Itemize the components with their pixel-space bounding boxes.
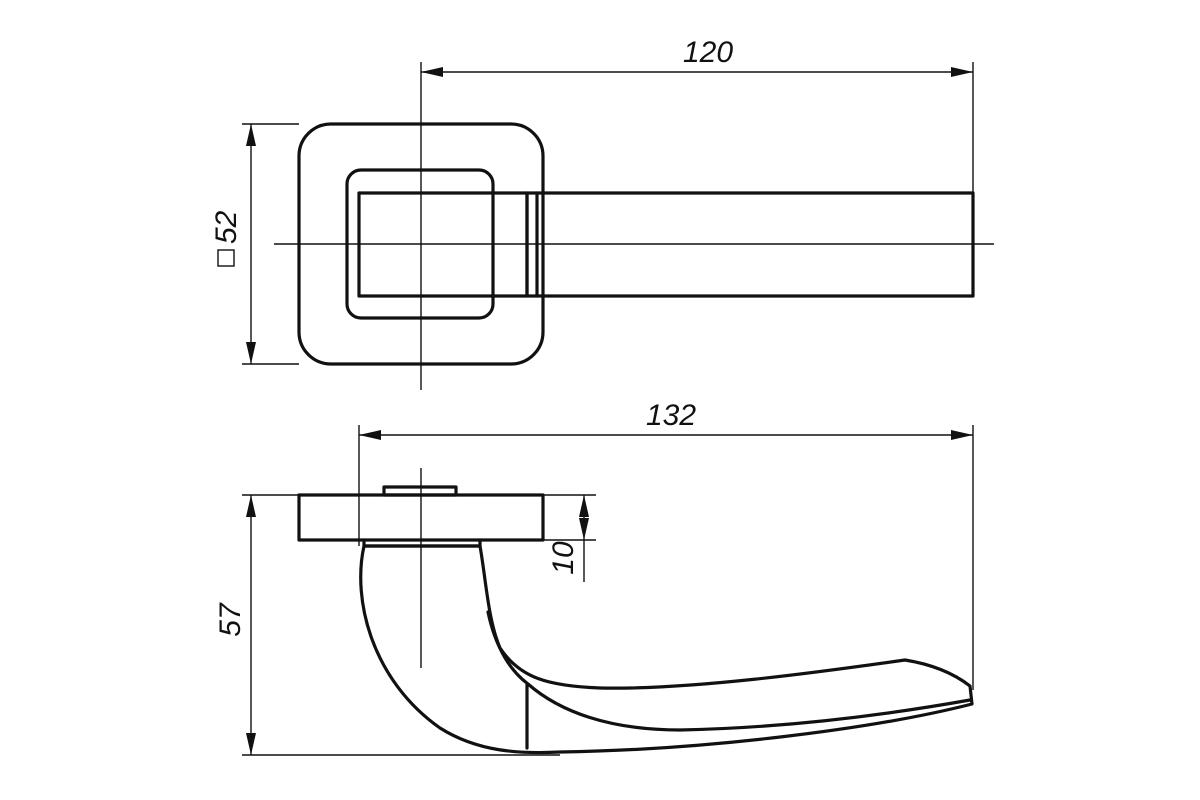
dimension-10: 10 <box>543 494 596 582</box>
dimension-10-label: 10 <box>547 541 580 575</box>
side-view: 132 57 10 <box>214 399 974 756</box>
dimension-57: 57 <box>214 494 560 756</box>
dimension-52: 52 <box>210 123 299 365</box>
side-spindle-cap <box>382 485 458 497</box>
dimension-52-label: 52 <box>210 210 243 244</box>
dimension-132: 132 <box>358 399 974 690</box>
side-lever-outline <box>359 544 974 755</box>
dimension-120-label: 120 <box>683 36 733 69</box>
top-view: 120 52 <box>210 36 994 390</box>
side-lever-inner-edge <box>486 610 972 732</box>
dimension-120: 120 <box>421 36 974 193</box>
dimension-132-label: 132 <box>646 399 696 432</box>
square-symbol-icon <box>217 249 235 267</box>
dimension-57-label: 57 <box>214 602 247 637</box>
